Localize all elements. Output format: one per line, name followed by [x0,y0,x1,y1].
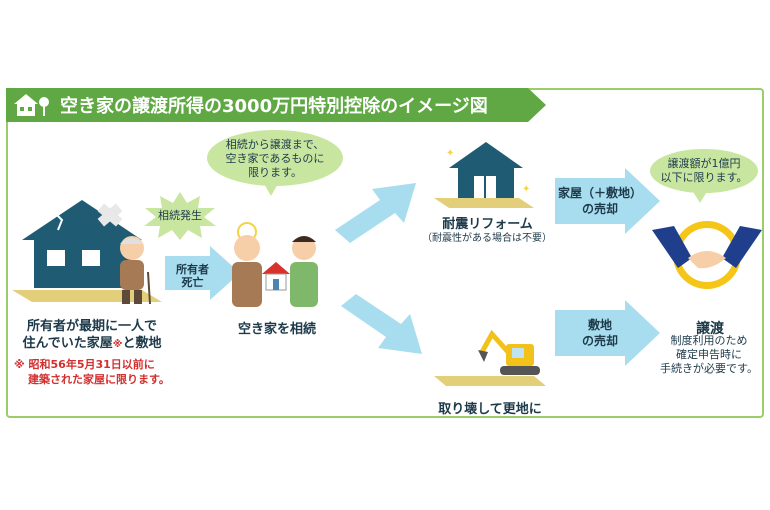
price-limit-bubble [650,149,758,203]
inherit-arrow-label: 所有者 死亡 [176,263,209,289]
transfer-note: 制度利用のため 確定申告時に 手続きが必要です。 [660,334,758,375]
burst-badge [144,192,216,240]
to-reform-arrow [335,183,416,243]
handshake-illustration [652,221,762,289]
reformed-house-illustration: ✦ ✦ [434,142,534,208]
house-sale-label: 家屋（＋敷地） の売却 [557,186,642,216]
svg-text:✦: ✦ [446,148,454,159]
inherit-condition-bubble [207,130,343,196]
owner-caption: 所有者が最期に一人で 住んでいた家屋※と敷地 [22,319,162,351]
transfer-title: 譲渡 [696,321,724,337]
excavator-illustration [434,329,546,386]
reform-caption: 耐震リフォーム [442,217,533,232]
to-demolish-arrow [341,294,422,354]
elderly-man-illustration [120,236,151,305]
inherit-condition-text: 相続から譲渡まで、 空き家であるものに 限ります。 [225,138,325,179]
inherit-arrow [165,246,240,300]
land-sale-arrow [555,300,660,366]
house-tree-icon [14,94,49,116]
burst-label: 相続発生 [158,209,202,222]
note-text: ※ 昭和56年5月31日以前に 建築された家屋に限ります。 [14,358,170,386]
price-limit-text: 譲渡額が1億円 以下に限ります。 [660,157,748,184]
house-sale-arrow [555,168,660,234]
land-sale-label: 敷地 の売却 [581,318,618,348]
title-banner [6,88,546,122]
heirs-illustration [232,222,318,307]
demolish-caption: 取り壊して更地に [438,402,542,417]
inherit-caption: 空き家を相続 [237,322,316,337]
page-title: 空き家の譲渡所得の3000万円特別控除のイメージ図 [60,96,488,117]
svg-text:✦: ✦ [522,184,530,195]
reform-note: （耐震性がある場合は不要） [422,233,552,244]
